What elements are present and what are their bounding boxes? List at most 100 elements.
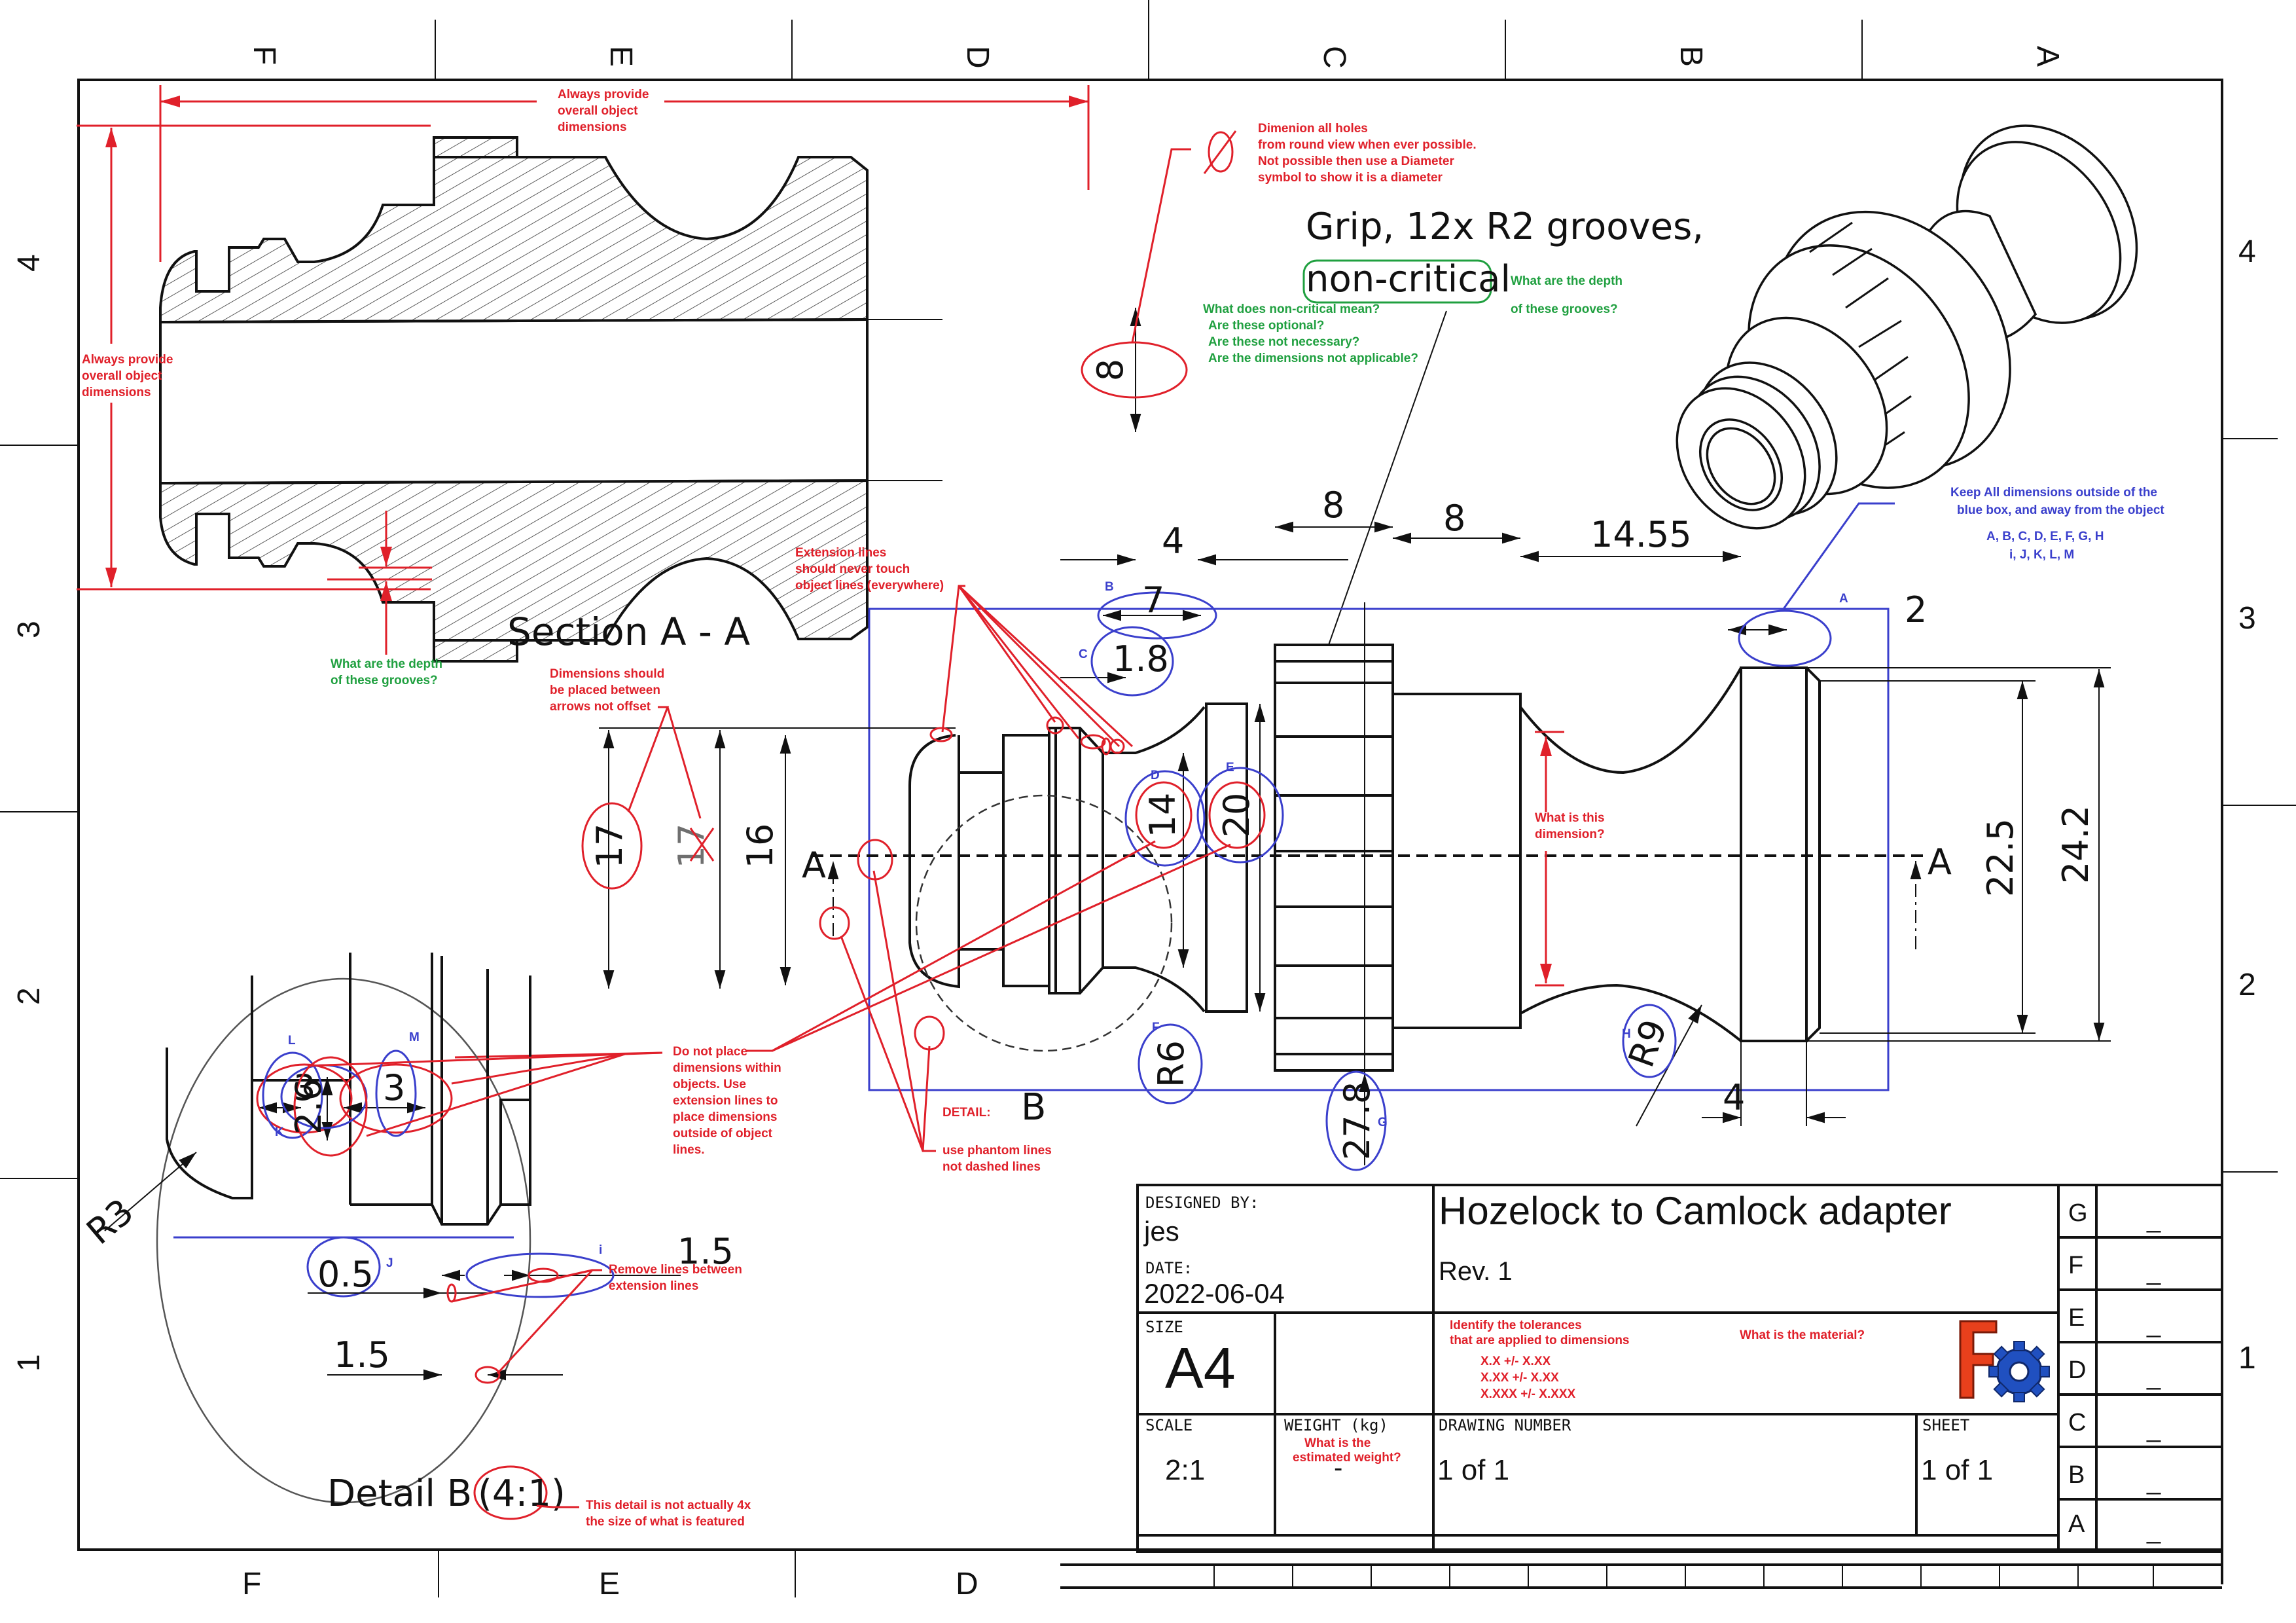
drawing-number-value: 1 of 1: [1437, 1454, 1509, 1486]
dim-14: 14: [1142, 793, 1183, 838]
dim-r3: R3: [79, 1191, 141, 1252]
note-grip-depth: What are the depth: [1511, 274, 1623, 288]
zone-label: E: [599, 1567, 620, 1601]
revision-value: _: [2146, 1517, 2161, 1544]
dim-4-top: 4: [1162, 520, 1184, 562]
note-text: of these grooves?: [1511, 302, 1618, 316]
title-block: DESIGNED BY: jes DATE: 2022-06-04 Hozelo…: [1060, 1184, 2223, 1589]
revision-letter: A: [2068, 1510, 2085, 1538]
dim-bore: 8: [1090, 359, 1131, 381]
front-view: A A DETAIL: B: [802, 602, 1952, 1159]
section-view: Section A - A: [159, 136, 942, 663]
note-detail-scale: This detail is not actually 4x: [586, 1499, 751, 1512]
zone-label: B: [1674, 46, 1708, 67]
note-non-critical: What does non-critical mean?: [1203, 302, 1380, 316]
dim-16: 16: [740, 824, 781, 869]
tolerance-3: X.XXX +/- X.XXX: [1480, 1387, 1576, 1401]
note-text: dimensions: [558, 120, 627, 134]
date-value: 2022-06-04: [1144, 1278, 1285, 1309]
detail-scale: (4:1): [478, 1472, 565, 1515]
section-annotations: Always provide overall object dimensions…: [77, 85, 1477, 687]
zone-label: F: [247, 46, 281, 65]
drawing-title: Hozelock to Camlock adapter: [1439, 1189, 1952, 1233]
tolerance-1: X.X +/- X.XX: [1480, 1355, 1551, 1368]
revision-letter: F: [2068, 1252, 2083, 1279]
zone-label: A: [2030, 46, 2065, 67]
revision-value: _: [2146, 1258, 2161, 1286]
revision-table: G _ F _ E _ D _ C _ B _ A _: [2068, 1199, 2161, 1544]
note-overall-dims-top: Always provide: [558, 88, 649, 101]
note-text: Are the dimensions not applicable?: [1208, 352, 1418, 365]
marker-h: H: [1622, 1027, 1631, 1041]
revision-letter: G: [2068, 1199, 2088, 1227]
revision-letter: D: [2068, 1357, 2086, 1384]
marker-b: B: [1105, 580, 1114, 594]
note-phantom-lines: use phantom lines: [942, 1144, 1052, 1158]
note-blue-letters: A, B, C, D, E, F, G, H: [1986, 530, 2104, 543]
dim-0-5: 0.5: [317, 1254, 374, 1295]
note-text: symbol to show it is a diameter: [1258, 171, 1443, 185]
diameter-symbol-icon: [1208, 131, 1234, 173]
detail-label: B: [1021, 1086, 1046, 1129]
note-text: from round view when ever possible.: [1258, 138, 1477, 152]
note-remove-lines: Remove lines between: [609, 1263, 742, 1277]
zone-label: 2: [2238, 968, 2256, 1002]
section-upper-half: [159, 136, 869, 324]
weight-label: WEIGHT (kg): [1284, 1416, 1388, 1434]
marker-g: G: [1378, 1116, 1388, 1129]
x-mark-icon: [689, 828, 715, 862]
dim-14-55: 14.55: [1590, 514, 1692, 555]
zone-label: 4: [2238, 234, 2256, 269]
dim-4-bottom: 4: [1723, 1077, 1745, 1118]
note-text: blue box, and away from the object: [1957, 503, 2164, 517]
note-text: objects. Use: [673, 1078, 746, 1091]
marker-c: C: [1079, 647, 1088, 661]
revision-value: _: [2146, 1206, 2161, 1233]
isometric-view: [1676, 124, 2138, 530]
designed-by-label: DESIGNED BY:: [1145, 1194, 1259, 1212]
note-text: the size of what is featured: [586, 1515, 745, 1529]
date-label: DATE:: [1145, 1259, 1193, 1277]
note-text: overall object: [82, 369, 162, 383]
zone-labels-left: 4 3 2 1: [12, 254, 46, 1372]
note-tolerances: Identify the tolerances: [1450, 1319, 1582, 1332]
note-blue-box: Keep All dimensions outside of the: [1950, 486, 2157, 500]
note-no-dims-in-objects: Do not place: [673, 1045, 747, 1059]
zone-label: C: [1317, 46, 1352, 69]
note-text: arrows not offset: [550, 700, 651, 714]
marker-l: L: [288, 1034, 296, 1048]
marker-a: A: [1839, 592, 1848, 606]
scale-label: SCALE: [1145, 1416, 1193, 1434]
detail-view: 3 L 3 M 2.6 K 0.5 J 1.5 i 1.5 R3 Detail …: [79, 953, 751, 1529]
front-view-dimensions: 17 17 16 4 8 8 14.55 2 A 7 B 1.8 C 14 D: [581, 484, 2111, 1171]
grip-note-line1: Grip, 12x R2 grooves,: [1306, 206, 1704, 248]
dim-8: 8: [1443, 498, 1465, 539]
note-text: extension lines to: [673, 1094, 778, 1108]
zone-label: F: [242, 1567, 261, 1601]
zone-label: 4: [12, 254, 46, 272]
size-label: SIZE: [1145, 1318, 1183, 1336]
revision-letter: C: [2068, 1409, 2086, 1436]
zone-label: D: [956, 1567, 978, 1601]
note-between-arrows: Dimensions should: [550, 667, 664, 681]
dim-2: 2: [1905, 589, 1927, 630]
dim-3-right: 3: [383, 1067, 405, 1108]
note-text: Are these not necessary?: [1208, 335, 1359, 349]
dim-1-5-lower: 1.5: [334, 1334, 390, 1376]
section-marker-left: A: [802, 845, 826, 886]
dim-17-circled: 17: [589, 824, 630, 869]
dim-1-8: 1.8: [1113, 638, 1169, 680]
zone-labels-right: 4 3 2 1: [2238, 234, 2256, 1376]
note-text: that are applied to dimensions: [1450, 1334, 1630, 1347]
size-value: A4: [1165, 1336, 1236, 1400]
note-material: What is the material?: [1740, 1328, 1865, 1342]
marker-i: i: [599, 1243, 602, 1257]
weight-value: -: [1334, 1453, 1342, 1482]
freecad-logo-icon: [1959, 1320, 2050, 1402]
marker-j: J: [386, 1256, 393, 1270]
grip-note-line2: non-critical: [1306, 258, 1511, 301]
note-text: dimensions: [82, 386, 151, 399]
note-text: object lines (everywhere): [795, 579, 944, 593]
sheet-value: 1 of 1: [1921, 1454, 1993, 1486]
section-title: Section A - A: [507, 610, 750, 654]
